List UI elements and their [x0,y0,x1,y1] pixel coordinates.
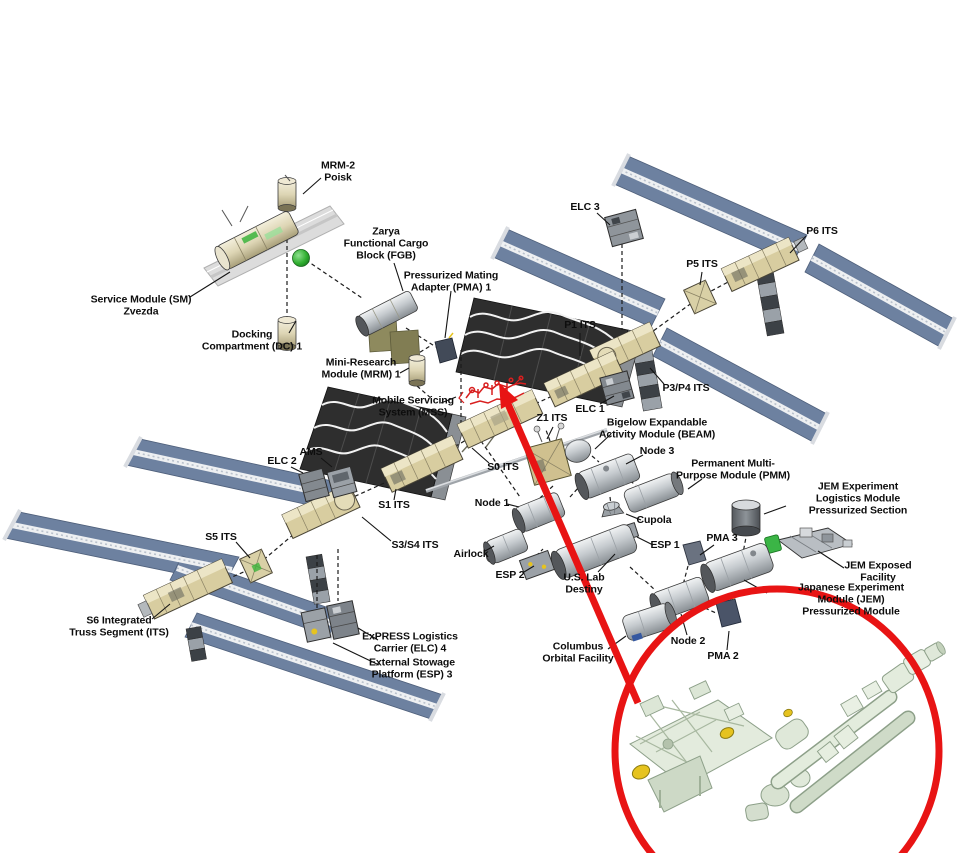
elc2-carrier [298,467,330,503]
cupola-module [601,501,625,518]
zarya-fgb-module [355,291,421,365]
callout-arrow [499,383,642,705]
ams-experiment [326,465,358,499]
truss-p5-its [682,279,718,315]
esp3-platform [300,607,332,643]
jem-elm-ps-module [731,499,761,537]
mss-highlight-red-sketch [458,375,527,405]
truss-s5-its [238,548,274,584]
mrm1-module [408,354,426,387]
esp2-platform [518,549,556,581]
beam-module [564,439,592,463]
truss-s6-its [137,558,234,620]
inset-mss-illustration [629,641,946,822]
truss-p6-its [720,236,809,293]
poisk-mrm2-module [277,174,297,212]
p3p4-radiator-strip [632,348,663,412]
truss-s1-its [380,435,464,493]
truss-p1-its [543,350,625,408]
columbus-module [622,601,678,642]
p6-radiator-strip [755,268,785,337]
label-leader-lines [151,177,845,666]
s3s4-radiator-strip [305,553,331,605]
pma3-adapter [682,540,707,566]
elc4-carrier [326,600,360,640]
dc1-docking-compartment [277,316,297,351]
pma1-adapter [434,332,458,364]
elc3-carrier [604,208,644,248]
jem-exposed-facility [776,527,854,559]
node3-module [574,453,641,500]
s6-radiator-strip [185,626,207,662]
inset-callout-circle [611,585,943,853]
pmm-module [623,471,684,513]
elc1-carrier [599,370,635,406]
zvezda-service-module [214,205,310,271]
airlock-module [483,528,529,565]
jem-pm-module [700,543,774,593]
